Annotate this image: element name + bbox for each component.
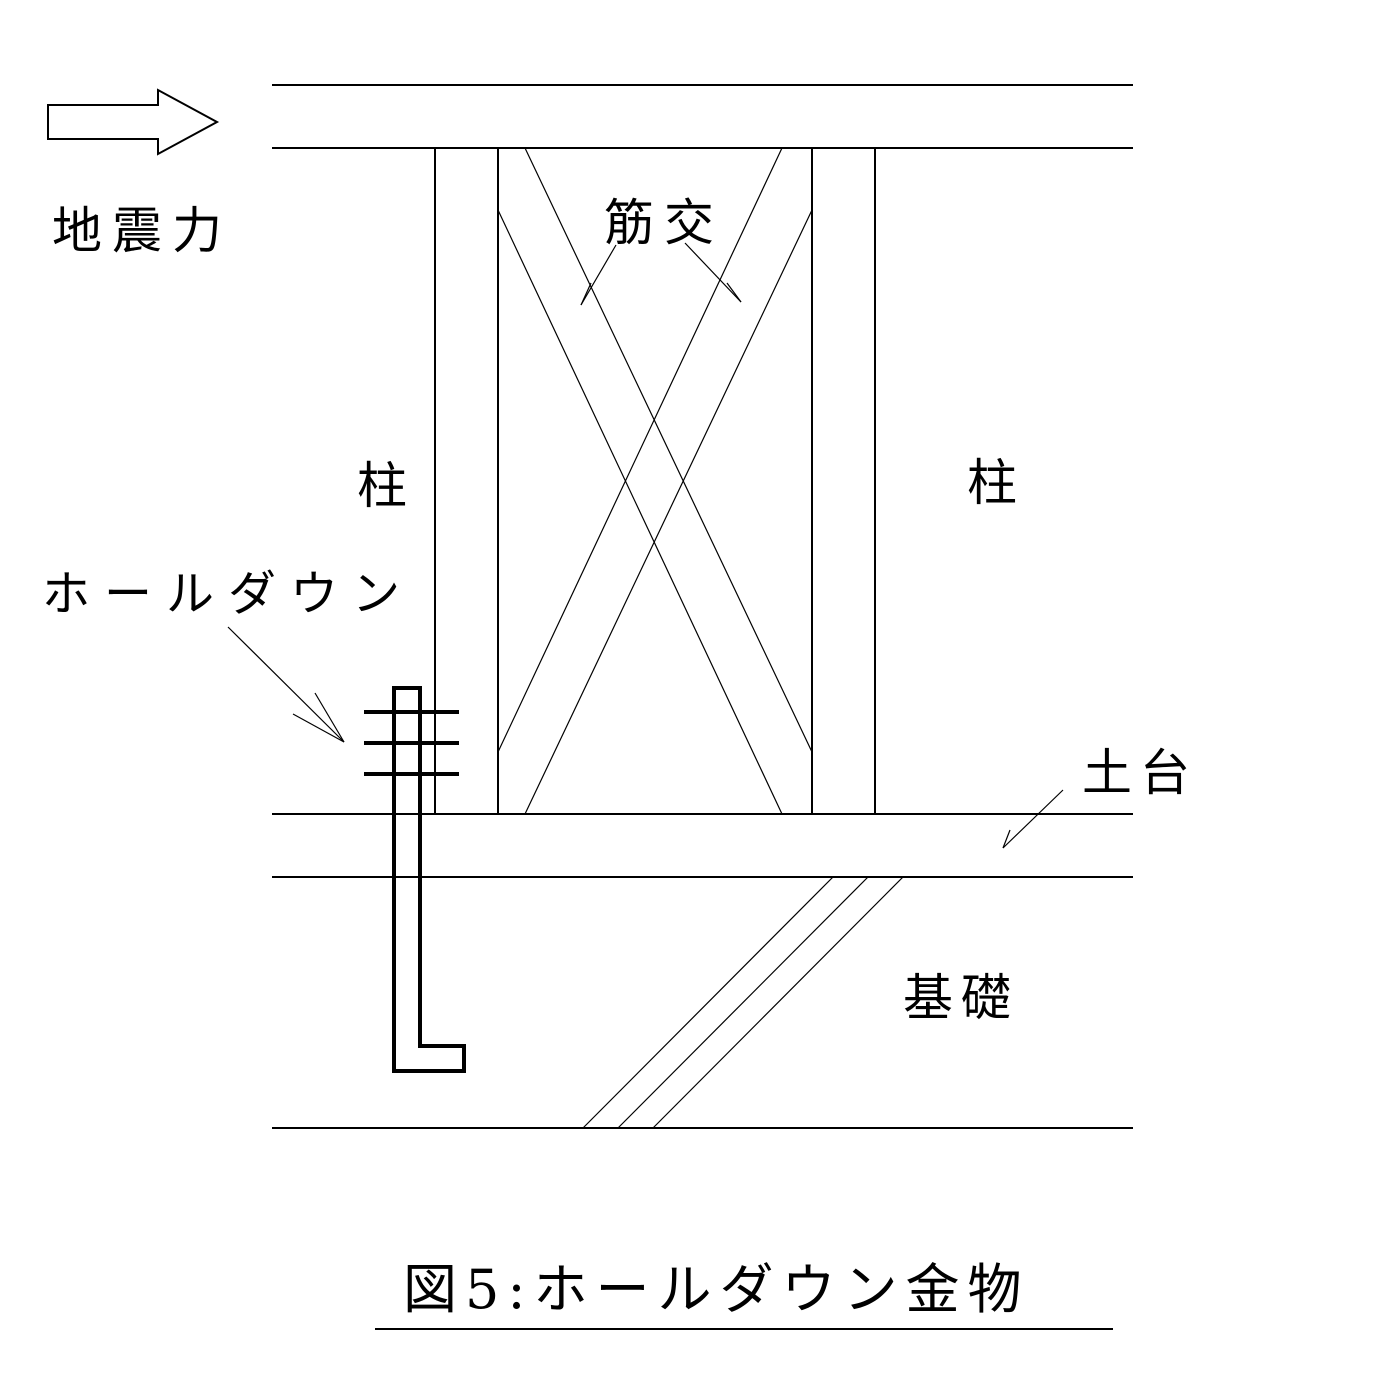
beam — [272, 84, 1133, 149]
column-left-label: 柱 — [357, 457, 407, 515]
column-left — [434, 148, 499, 814]
brace-diagonal-1 — [497, 147, 813, 815]
brace-diagonal-2 — [497, 147, 813, 815]
sill-leader — [1002, 789, 1064, 849]
sill-label: 土台 — [1082, 744, 1198, 802]
hold-down-label: ホールダウン — [42, 566, 414, 622]
figure-caption: 図5:ホールダウン金物 — [403, 1258, 1030, 1321]
brace-label: 筋交 — [604, 194, 724, 252]
brace-leaders — [580, 242, 742, 306]
hold-down-leader — [227, 626, 345, 743]
sill — [272, 813, 1133, 878]
foundation — [272, 876, 1133, 1129]
foundation-label: 基礎 — [903, 969, 1019, 1027]
column-right-label: 柱 — [967, 454, 1017, 512]
seismic-force-label: 地震力 — [52, 202, 232, 260]
hold-down-hardware — [364, 686, 466, 1073]
column-right — [811, 148, 876, 814]
force-arrow-icon — [47, 88, 220, 156]
